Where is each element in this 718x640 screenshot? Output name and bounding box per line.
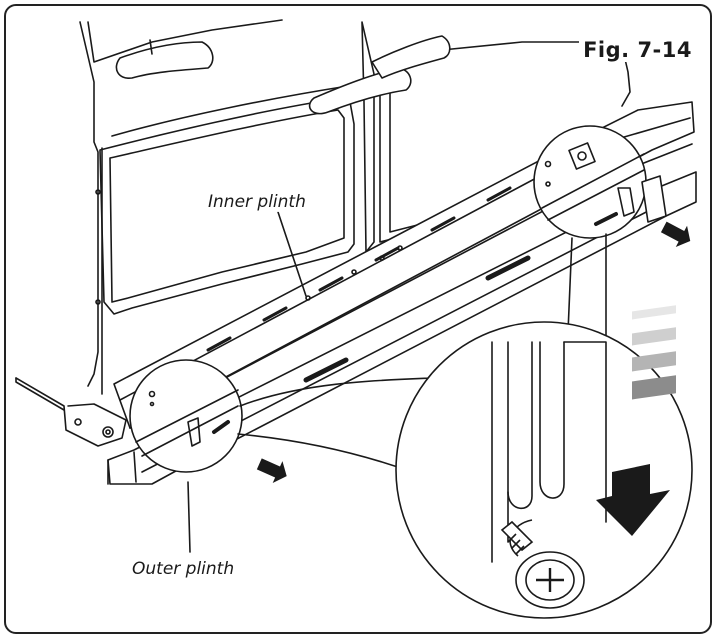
zoom-connector-bottom	[237, 433, 413, 473]
down-arrow-icon	[596, 464, 670, 536]
inner-plinth-label: Inner plinth	[206, 192, 308, 212]
leader-inner-plinth	[277, 211, 307, 297]
cooker-foot-left	[15, 377, 127, 447]
handle-left	[115, 39, 214, 79]
leader-outer-plinth	[187, 481, 191, 553]
detail-circle-right	[533, 125, 647, 239]
zoom-connector-right-a	[567, 237, 573, 333]
push-arrow-icon	[256, 221, 691, 483]
zoom-detail-circle	[395, 321, 693, 619]
phillips-screw-icon	[500, 519, 585, 609]
handle-right	[308, 35, 451, 115]
outer-plinth-label: Outer plinth	[130, 559, 237, 579]
plinth-bracket-right	[641, 175, 667, 223]
figure-frame: Fig. 7-14 Inner plinth Outer plinth	[4, 4, 712, 634]
detail-circle-left	[129, 359, 243, 473]
figure-label: Fig. 7-14	[579, 38, 696, 62]
installation-diagram	[15, 19, 697, 619]
slide-gradient	[632, 305, 676, 400]
zoom-connector-top	[239, 377, 433, 407]
